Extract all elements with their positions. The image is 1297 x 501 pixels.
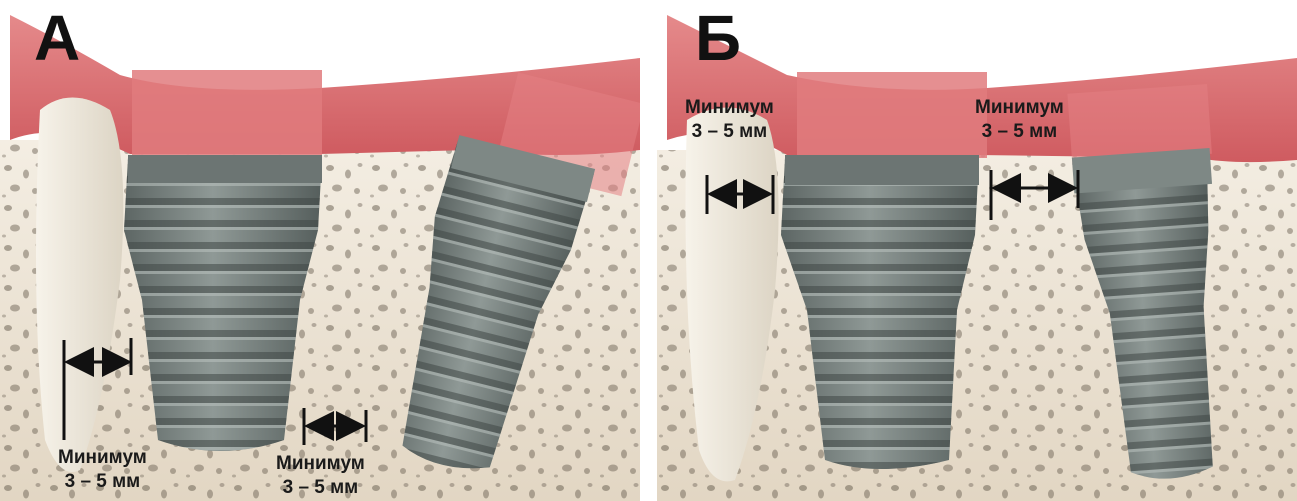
abutment-left — [797, 72, 987, 158]
panel-letter: Б — [695, 6, 741, 70]
panel-b: Б Минимум 3 – 5 мм Минимум 3 – 5 мм — [657, 0, 1297, 501]
panel-letter: А — [34, 6, 80, 70]
abutment-left — [132, 70, 322, 158]
measurement-label: Минимум 3 – 5 мм — [975, 96, 1064, 144]
measurement-label: Минимум 3 – 5 мм — [58, 446, 147, 494]
panel-b-illustration — [657, 0, 1297, 501]
measurement-label: Минимум 3 – 5 мм — [685, 96, 774, 144]
panel-a-illustration — [0, 0, 640, 501]
measurement-label: Минимум 3 – 5 мм — [276, 452, 365, 500]
panel-a: А Минимум 3 – 5 мм Минимум 3 – 5 мм — [0, 0, 640, 501]
